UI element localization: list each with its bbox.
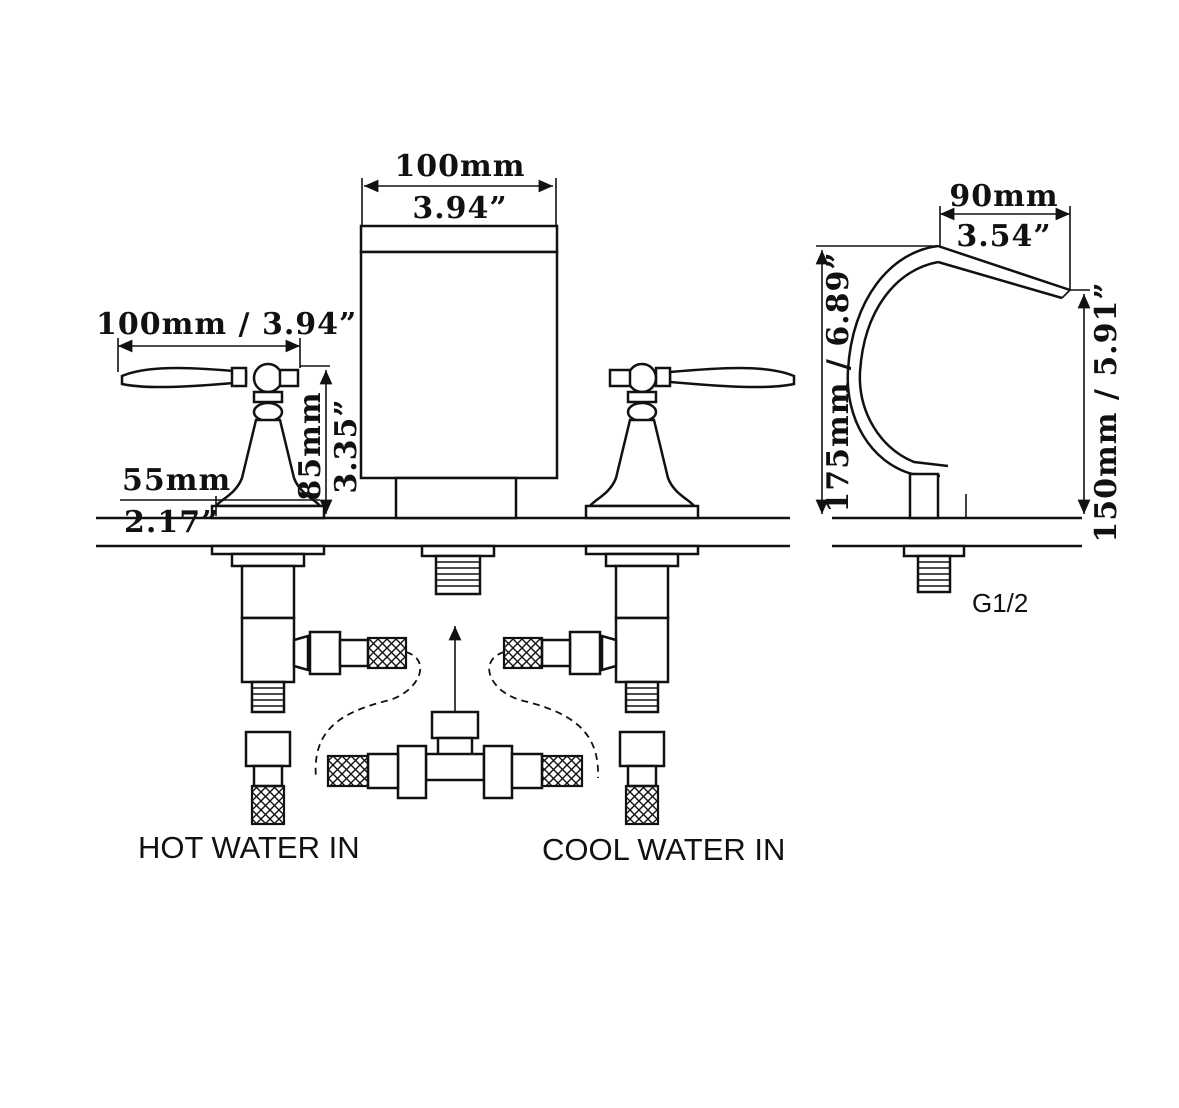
cool-valve-body — [584, 544, 700, 714]
hot-water-label: HOT WATER IN — [138, 830, 360, 865]
hot-hose-connector — [308, 630, 408, 676]
handle-height-mm: 85mm — [293, 391, 328, 500]
cool-handle — [584, 362, 796, 520]
hot-inlet-fitting — [244, 730, 292, 826]
side-reach-in: 3.54” — [956, 219, 1051, 254]
hot-handle — [120, 362, 326, 520]
handle-base-mm: 55mm — [122, 463, 231, 498]
side-outlet-height: 150mm / 5.91” — [1089, 281, 1124, 542]
tee-connector — [326, 710, 584, 800]
handle-span: 100mm / 3.94” — [96, 307, 357, 342]
cool-water-label: COOL WATER IN — [542, 832, 785, 867]
spout-width-mm: 100mm — [394, 149, 525, 184]
hot-hose-route — [314, 651, 422, 779]
side-reach-mm: 90mm — [949, 179, 1058, 214]
cool-inlet-fitting — [618, 730, 666, 826]
thread-size: G1/2 — [972, 588, 1028, 618]
cool-hose-route — [488, 651, 599, 779]
hot-valve-body — [210, 544, 326, 714]
side-total-height: 175mm / 6.89” — [821, 251, 856, 512]
spout-width-in: 3.94” — [412, 191, 507, 226]
spout-side-view — [846, 244, 1071, 594]
handle-height-in: 3.35” — [329, 398, 364, 493]
spout-front-view — [359, 224, 559, 596]
handle-base-in: 2.17” — [124, 505, 219, 540]
cool-hose-connector — [502, 630, 602, 676]
